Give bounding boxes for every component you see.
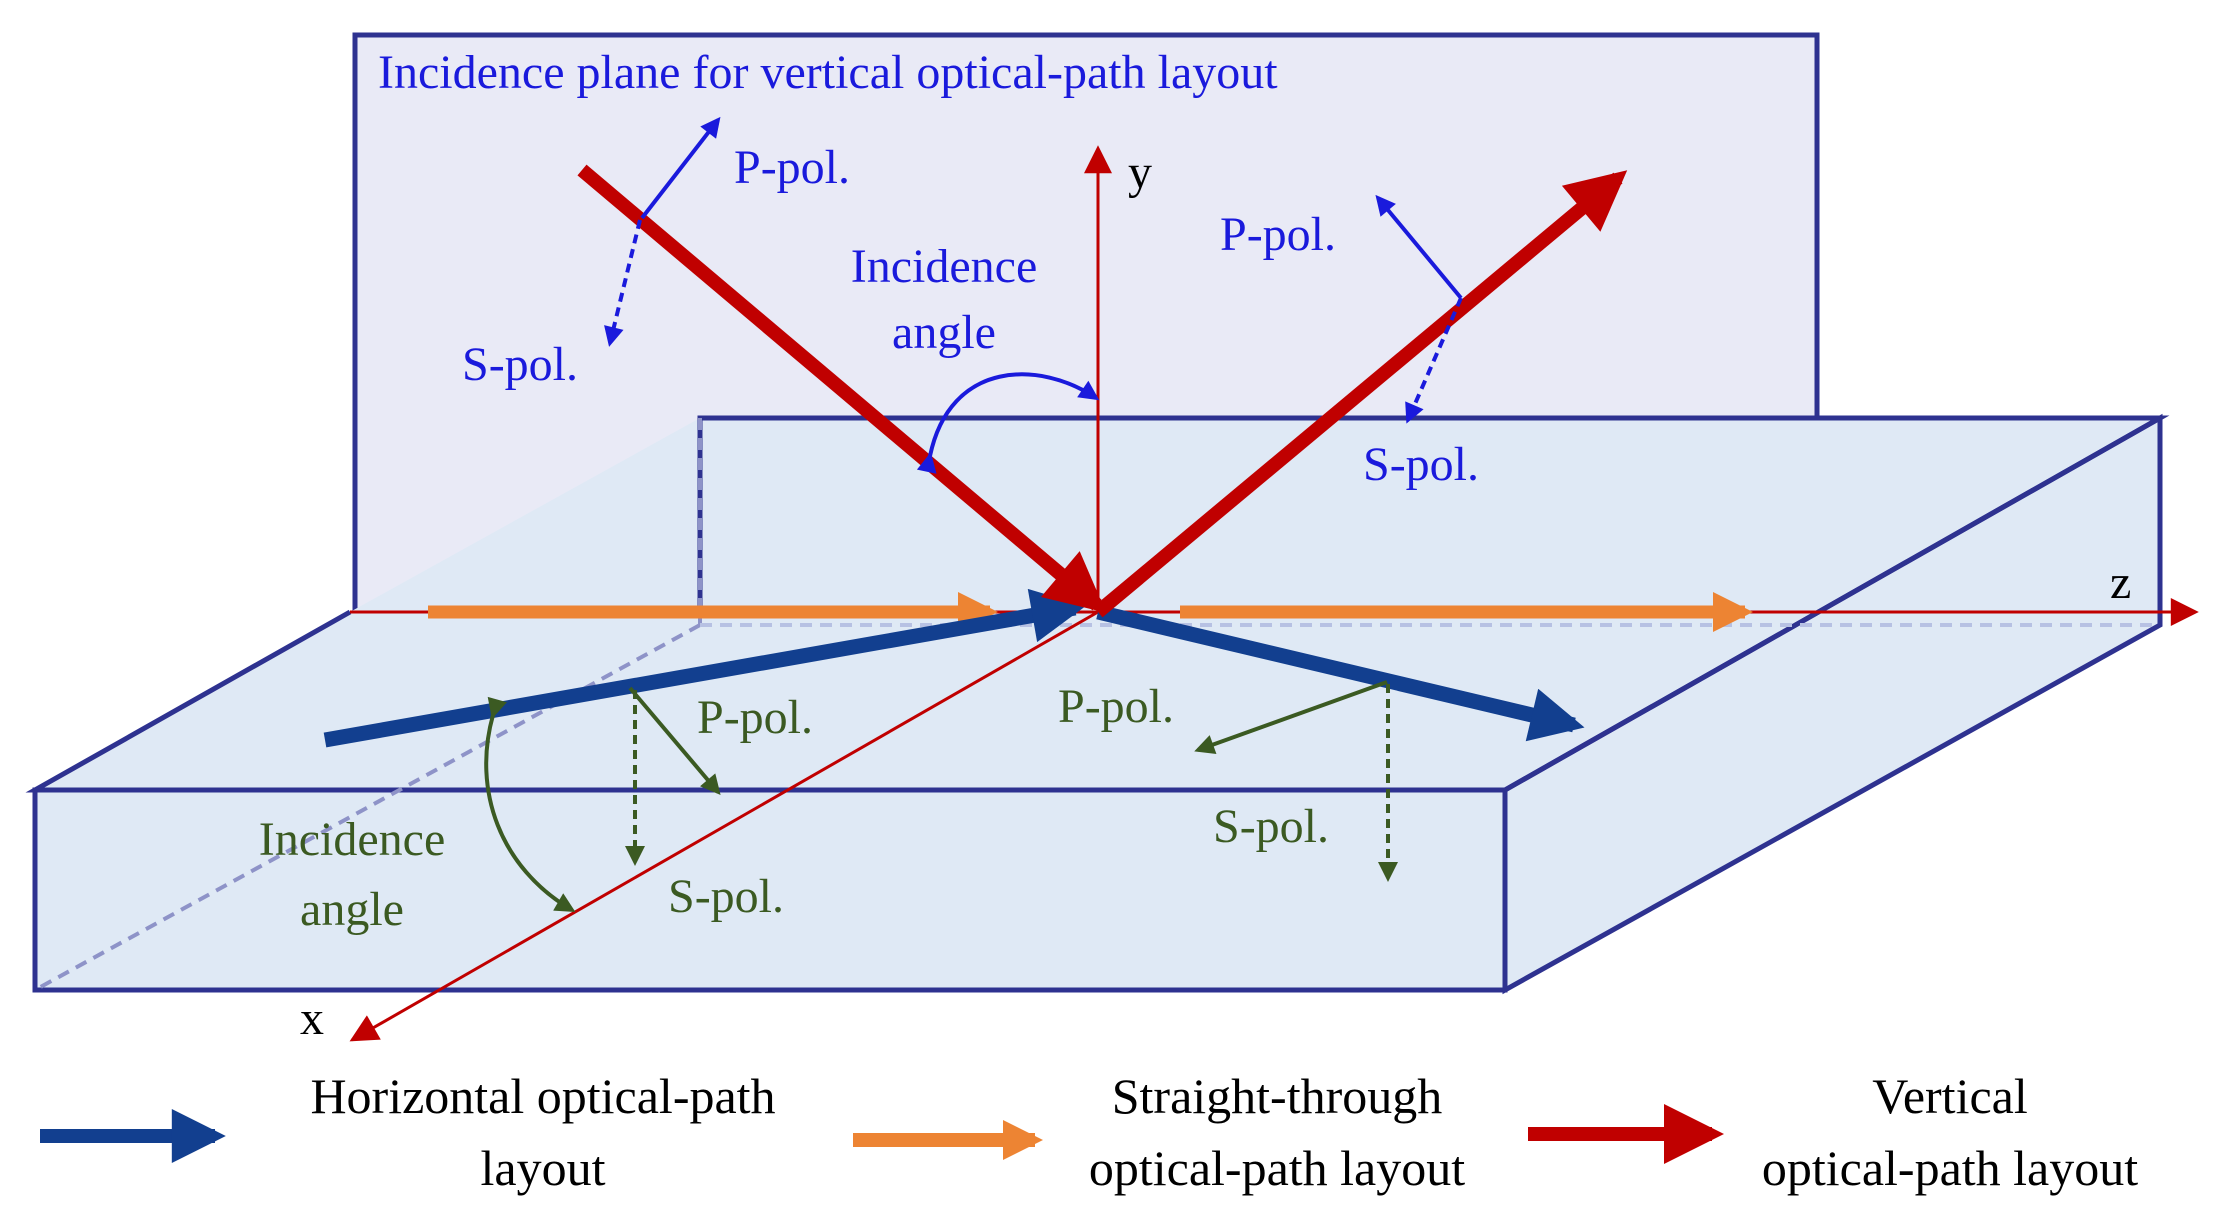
legend: Horizontal optical-path layout Straight-… <box>40 1068 2138 1196</box>
s-pol-arrow-vertical-reflected <box>1405 297 1463 424</box>
x-axis <box>349 610 1099 1042</box>
s-pol-label-vertical-right: S-pol. <box>1363 438 1479 491</box>
legend-vertical-label-1: Vertical <box>1872 1068 2027 1124</box>
incidence-angle-arc-horizontal <box>484 696 576 913</box>
incidence-angle-label-vertical-1: Incidence <box>851 240 1038 293</box>
s-pol-label-horizontal-right: S-pol. <box>1213 800 1329 853</box>
slab-front-face <box>32 787 1508 993</box>
s-pol-label-horizontal-left: S-pol. <box>668 870 784 923</box>
vertical-beam-incident <box>577 164 1107 613</box>
x-axis-label: x <box>300 992 324 1045</box>
p-pol-arrow-horizontal-incident <box>628 686 721 796</box>
legend-horizontal-label-2: layout <box>481 1140 606 1196</box>
legend-straight-label-2: optical-path layout <box>1089 1140 1465 1196</box>
incidence-plane-title: Incidence plane for vertical optical-pat… <box>378 46 1278 99</box>
s-pol-label-vertical-left: S-pol. <box>462 338 578 391</box>
slab-hidden-edge <box>34 623 701 992</box>
p-pol-label-horizontal-right: P-pol. <box>1058 680 1174 733</box>
p-pol-arrow-horizontal-reflected <box>1194 680 1388 754</box>
s-pol-arrow-vertical-incident <box>604 219 642 347</box>
legend-horizontal-label-1: Horizontal optical-path <box>310 1068 775 1124</box>
incidence-angle-label-horizontal-2: angle <box>300 883 404 936</box>
z-axis-label: z <box>2110 556 2131 609</box>
p-pol-arrow-vertical-reflected <box>1375 194 1463 300</box>
legend-vertical-label-2: optical-path layout <box>1762 1140 2138 1196</box>
incidence-angle-arc-vertical <box>916 372 1100 474</box>
p-pol-label-horizontal-left: P-pol. <box>697 691 813 744</box>
p-pol-label-vertical-left: P-pol. <box>734 141 850 194</box>
p-pol-arrow-vertical-incident <box>640 116 721 220</box>
incidence-angle-label-vertical-2: angle <box>892 306 996 359</box>
slab-top-edges <box>25 415 2170 793</box>
horizontal-beam-incident <box>323 588 1086 748</box>
legend-straight-label-1: Straight-through <box>1112 1068 1443 1124</box>
incidence-angle-label-horizontal-1: Incidence <box>259 813 446 866</box>
vertical-beam-reflected <box>1093 170 1628 618</box>
horizontal-beam-reflected <box>1096 604 1585 742</box>
y-axis-label: y <box>1128 146 1152 199</box>
p-pol-label-vertical-right: P-pol. <box>1220 208 1336 261</box>
